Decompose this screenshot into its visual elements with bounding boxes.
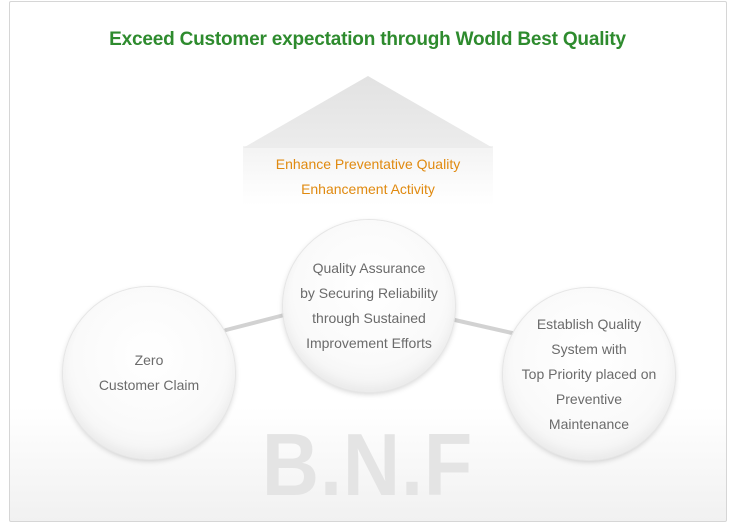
circle-left-line-1: Zero <box>134 352 164 368</box>
circle-right-line-5: Maintenance <box>548 415 630 432</box>
circle-right-line-3: Top Priority placed on <box>521 365 657 382</box>
arrow-label: Enhance Preventative Quality Enhancement… <box>243 152 493 202</box>
circle-right-line-2: System with <box>551 340 627 357</box>
connector-left <box>224 311 294 332</box>
circle-center-line-3: through Sustained <box>312 310 426 326</box>
arrow-label-line-1: Enhance Preventative Quality <box>275 156 461 172</box>
arrow-label-line-2: Enhancement Activity <box>301 181 435 197</box>
circle-center-line-1: Quality Assurance <box>312 260 426 276</box>
circle-quality-assurance: Quality Assurance by Securing Reliabilit… <box>283 220 455 392</box>
circle-establish-quality-system: Establish Quality System with Top Priori… <box>503 288 675 460</box>
circle-left-line-2: Customer Claim <box>98 377 200 393</box>
arrow-base-shade <box>243 146 493 206</box>
circle-right-line-1: Establish Quality <box>536 315 642 332</box>
connector-right <box>444 316 514 335</box>
brand-watermark: B.N.F <box>261 415 474 514</box>
circle-zero-customer-claim: Zero Customer Claim <box>63 287 235 459</box>
up-arrow-triangle <box>243 76 493 148</box>
headline: Exceed Customer expectation through Wodl… <box>109 29 626 50</box>
circle-center-line-4: Improvement Efforts <box>306 335 432 351</box>
circle-center-line-2: by Securing Reliability <box>300 285 438 301</box>
circle-right-line-4: Preventive <box>555 390 623 407</box>
